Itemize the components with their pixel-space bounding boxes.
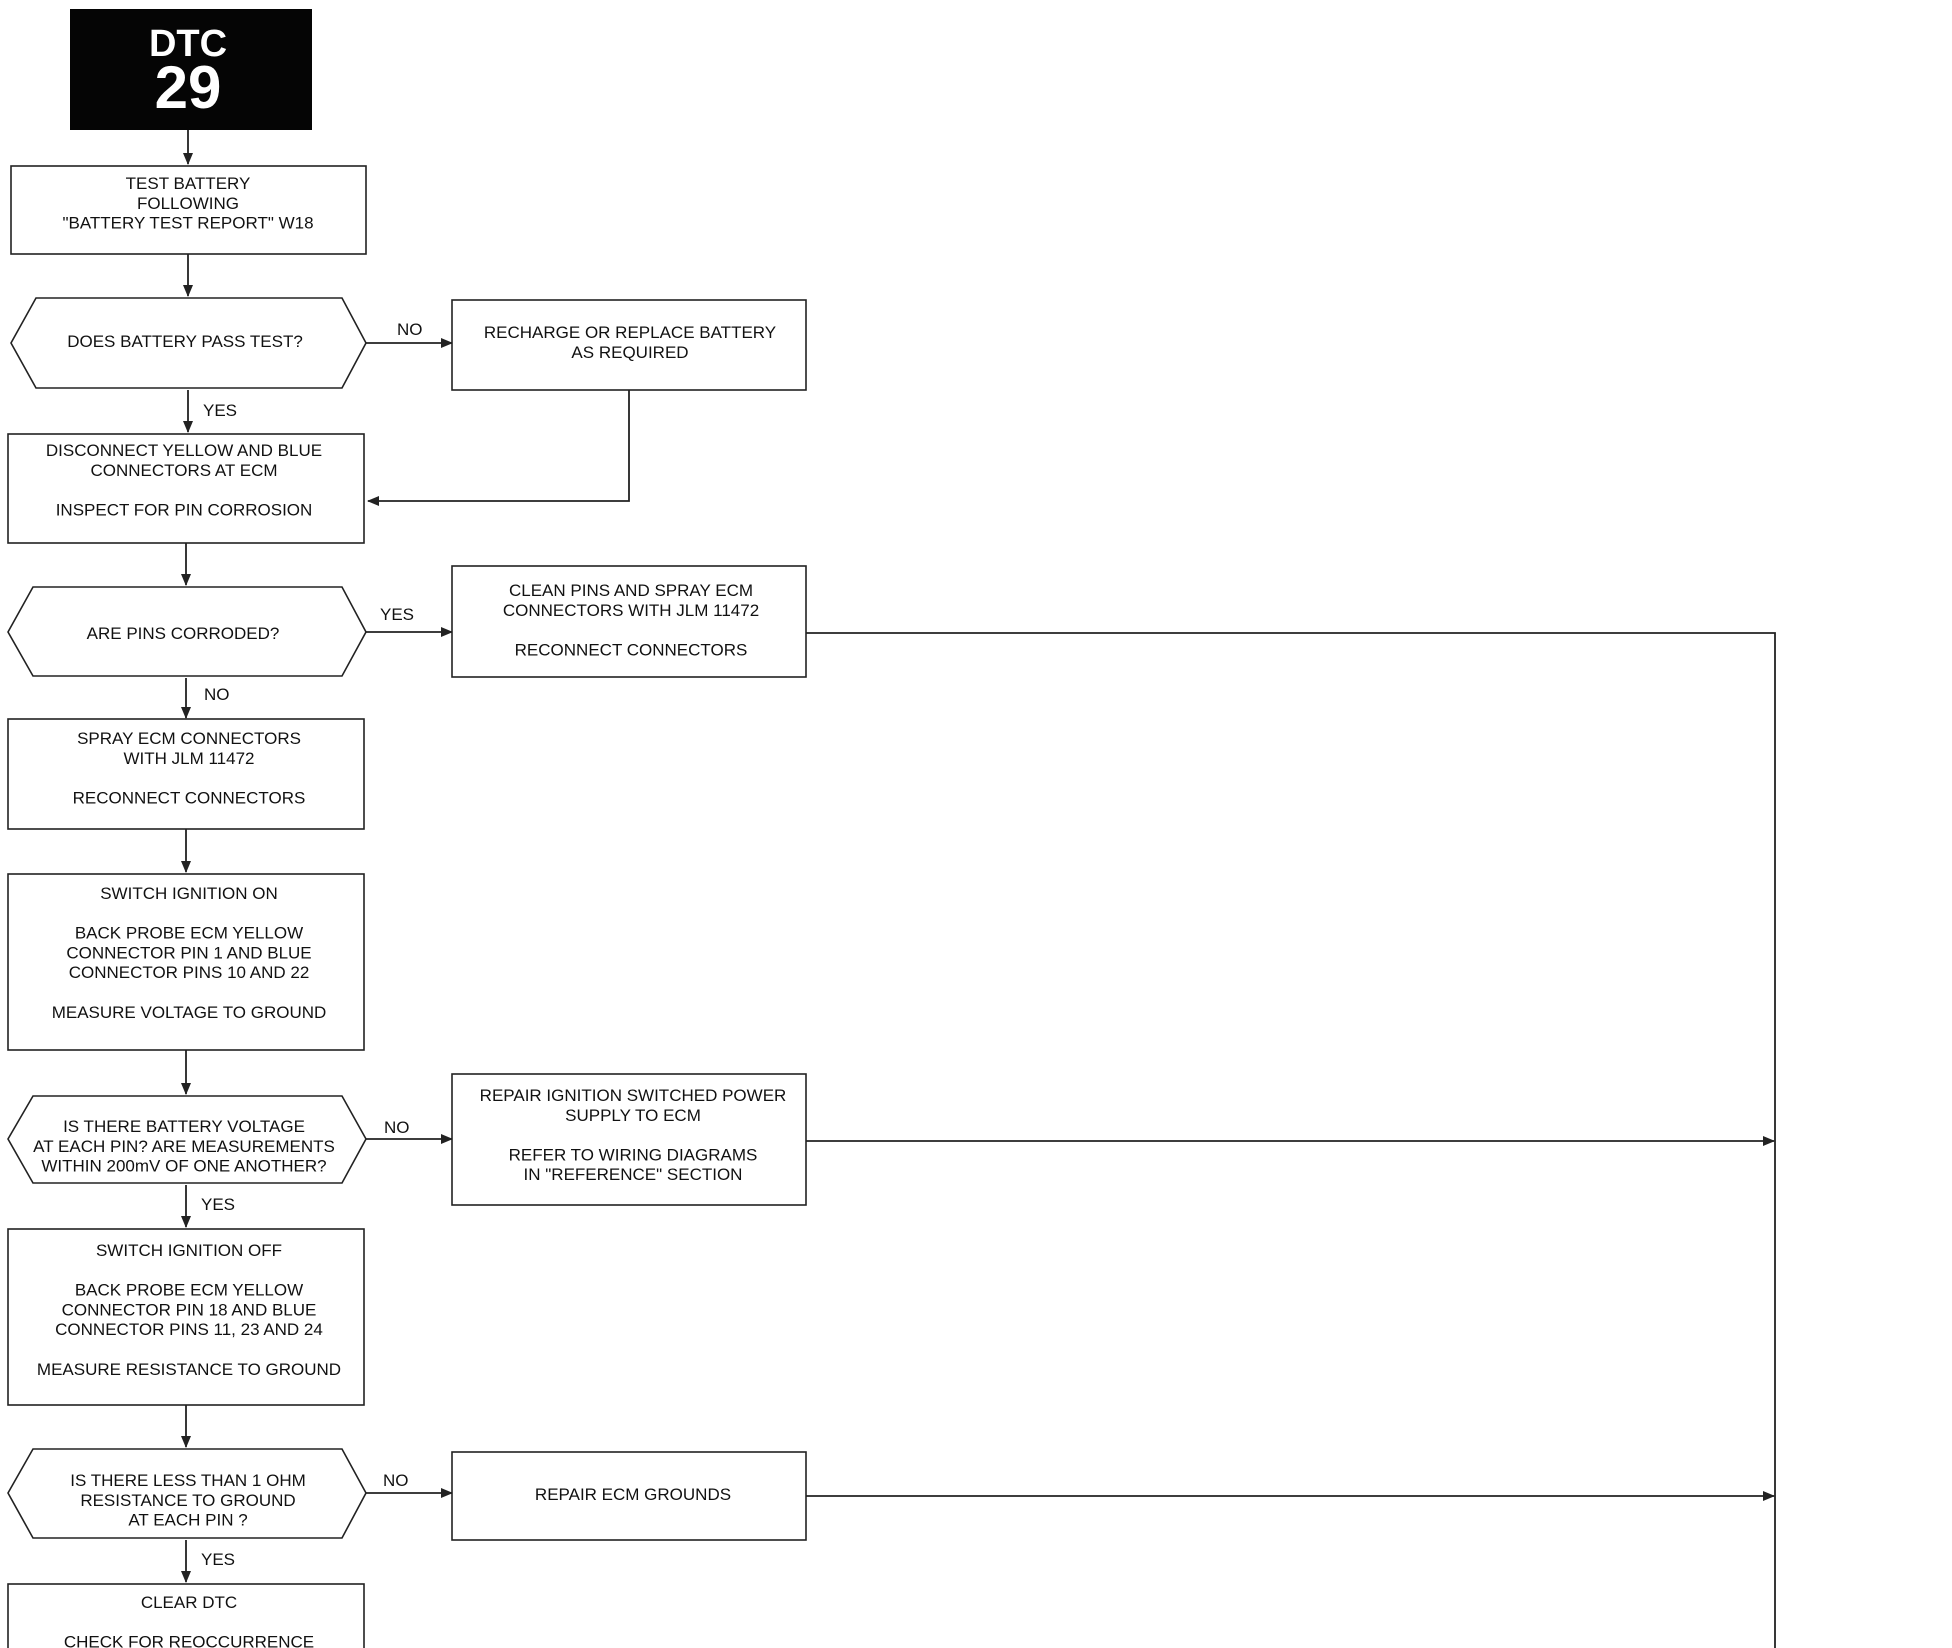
step-line: IN "REFERENCE" SECTION: [524, 1165, 743, 1184]
clear-dtc-box: [7, 1583, 365, 1648]
ignition-off-box: [7, 1228, 365, 1406]
step-line: SWITCH IGNITION OFF: [96, 1241, 282, 1260]
resistance-no-label: NO: [383, 1471, 409, 1490]
step-line: INSPECT FOR PIN CORROSION: [56, 500, 313, 519]
dtc-badge: DTC 29: [70, 9, 312, 130]
step-line: AS REQUIRED: [571, 343, 688, 362]
dtc-number: 29: [155, 54, 222, 121]
step-line: CLEAN PINS AND SPRAY ECM: [509, 581, 753, 600]
battery-yes-label: YES: [203, 401, 237, 420]
battery-pass-text: DOES BATTERY PASS TEST?: [67, 332, 303, 351]
step-line: CONNECTOR PIN 1 AND BLUE: [66, 943, 311, 962]
pins-yes-label: YES: [380, 605, 414, 624]
clear-dtc-text: CLEAR DTC CHECK FOR REOCCURRENCE: [64, 1593, 314, 1648]
step-line: AT EACH PIN? ARE MEASUREMENTS: [33, 1137, 335, 1156]
step-line: FOLLOWING: [137, 194, 239, 213]
disconnect-connectors-box: [7, 433, 365, 544]
step-line: SUPPLY TO ECM: [565, 1106, 701, 1125]
step-line: WITH JLM 11472: [123, 749, 254, 768]
battery-pass-decision: [10, 297, 367, 389]
ignition-off-text: SWITCH IGNITION OFF BACK PROBE ECM YELLOW…: [37, 1241, 341, 1379]
step-line: SPRAY ECM CONNECTORS: [77, 729, 301, 748]
step-line: RECONNECT CONNECTORS: [515, 640, 748, 659]
step-line: CONNECTOR PINS 11, 23 AND 24: [55, 1320, 323, 1339]
step-line: DISCONNECT YELLOW AND BLUE: [46, 441, 322, 460]
resistance-decision: [7, 1448, 367, 1539]
spray-connectors-box: [7, 718, 365, 830]
resistance-yes-label: YES: [201, 1550, 235, 1569]
repair-grounds-text: REPAIR ECM GROUNDS: [535, 1485, 731, 1504]
voltage-no-label: NO: [384, 1118, 410, 1137]
step-line: REPAIR IGNITION SWITCHED POWER: [480, 1086, 787, 1105]
recharge-battery-box: [451, 299, 807, 391]
battery-no-label: NO: [397, 320, 423, 339]
step-line: MEASURE VOLTAGE TO GROUND: [52, 1003, 327, 1022]
step-line: REPAIR ECM GROUNDS: [535, 1485, 731, 1504]
pins-corroded-decision: [7, 586, 367, 677]
dtc-label: DTC: [149, 23, 227, 65]
step-line: WITHIN 200mV OF ONE ANOTHER?: [41, 1157, 326, 1176]
repair-power-box: [451, 1073, 807, 1206]
step-line: IS THERE LESS THAN 1 OHM: [70, 1471, 306, 1490]
step-line: AT EACH PIN ?: [128, 1511, 247, 1530]
step-line: ARE PINS CORRODED?: [87, 624, 280, 643]
step-line: CONNECTOR PINS 10 AND 22: [69, 963, 310, 982]
ignition-on-box: [7, 873, 365, 1051]
step-line: SWITCH IGNITION ON: [100, 884, 278, 903]
repair-grounds-box: [451, 1451, 807, 1541]
battery-voltage-decision: [7, 1095, 367, 1184]
step-line: DOES BATTERY PASS TEST?: [67, 332, 303, 351]
step-line: CONNECTOR PIN 18 AND BLUE: [62, 1300, 317, 1319]
step-line: CONNECTORS WITH JLM 11472: [503, 601, 759, 620]
step-line: MEASURE RESISTANCE TO GROUND: [37, 1360, 341, 1379]
clean-pins-box: [451, 565, 807, 678]
step-line: "BATTERY TEST REPORT" W18: [62, 214, 313, 233]
step-line: RESISTANCE TO GROUND: [80, 1491, 295, 1510]
step-line: TEST BATTERY: [126, 174, 251, 193]
pins-corroded-text: ARE PINS CORRODED?: [87, 624, 280, 643]
step-line: CLEAR DTC: [141, 1593, 237, 1612]
test-battery-box: [10, 165, 367, 255]
voltage-yes-label: YES: [201, 1195, 235, 1214]
step-line: RECHARGE OR REPLACE BATTERY: [484, 323, 776, 342]
connectors: [181, 130, 1776, 1648]
step-line: CHECK FOR REOCCURRENCE: [64, 1633, 314, 1648]
step-line: CONNECTORS AT ECM: [90, 461, 277, 480]
step-line: IS THERE BATTERY VOLTAGE: [63, 1117, 305, 1136]
step-line: BACK PROBE ECM YELLOW: [75, 924, 303, 943]
step-line: RECONNECT CONNECTORS: [73, 788, 306, 807]
pins-no-label: NO: [204, 685, 230, 704]
step-line: BACK PROBE ECM YELLOW: [75, 1281, 303, 1300]
step-line: REFER TO WIRING DIAGRAMS: [509, 1145, 758, 1164]
